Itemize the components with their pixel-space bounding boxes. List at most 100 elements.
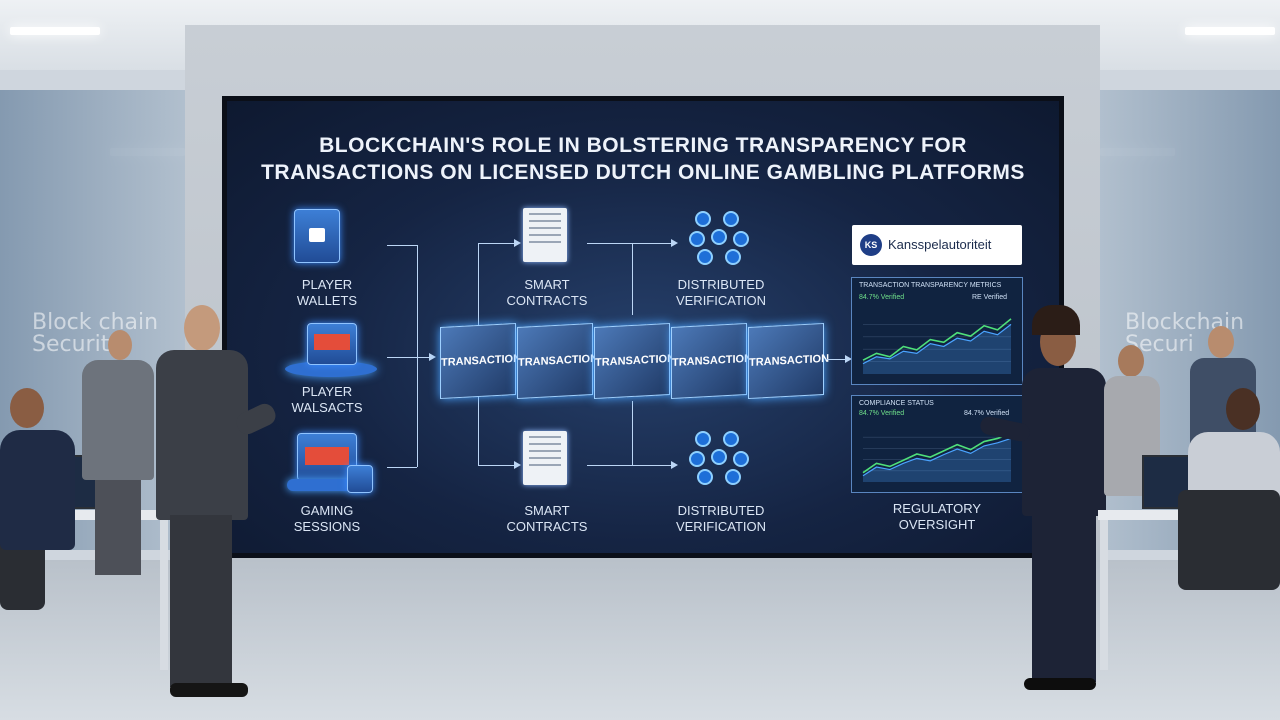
connector-line <box>478 243 514 244</box>
person-head <box>1118 345 1144 377</box>
glass-text-left-line1: Block chain <box>32 310 159 335</box>
label-regulatory-oversight-line2: OVERSIGHT <box>898 517 976 532</box>
ceiling-light <box>1185 27 1275 35</box>
chart-area <box>863 324 1011 374</box>
label-gaming-sessions-line2: SESSIONS <box>293 519 361 534</box>
transaction-block: TRANSACTION <box>594 323 675 399</box>
person-head <box>10 388 44 428</box>
presenter-woman <box>1022 368 1106 516</box>
ceiling-light <box>10 27 100 35</box>
label-distributed-verification-top-line1: DISTRIBUTED <box>677 277 765 292</box>
label-distributed-verification-bottom-line1: DISTRIBUTED <box>677 503 765 518</box>
contract-document-icon <box>523 431 567 485</box>
connector-line <box>587 243 671 244</box>
connector-line <box>478 243 479 327</box>
transaction-block: TRANSACTION <box>440 323 521 399</box>
connector-line <box>387 357 429 358</box>
panel-bottom-title: COMPLIANCE STATUS <box>859 400 934 407</box>
transaction-block: TRANSACTION <box>517 323 598 399</box>
display-screen: BLOCKCHAIN'S ROLE IN BOLSTERING TRANSPAR… <box>222 96 1064 558</box>
label-smart-contracts-top-line1: SMART <box>524 277 570 292</box>
regulator-logo-mark: KS <box>860 234 882 256</box>
compliance-status-panel: COMPLIANCE STATUS 84.7% Verified 84.7% V… <box>851 395 1023 493</box>
label-smart-contracts-bottom-line2: CONTRACTS <box>506 519 588 534</box>
label-player-walsacts: PLAYER WALSACTS <box>272 384 382 416</box>
presenter-legs <box>170 515 232 687</box>
office-chair <box>1178 490 1280 590</box>
presenter-man <box>156 350 248 520</box>
presenter-shoes <box>170 683 248 697</box>
label-distributed-verification-top: DISTRIBUTED VERIFICATION <box>659 277 783 309</box>
presenter-shoes <box>1024 678 1096 690</box>
label-smart-contracts-top-line2: CONTRACTS <box>506 293 588 308</box>
desk-leg <box>1100 520 1108 670</box>
label-regulatory-oversight-line1: REGULATORY <box>892 501 982 516</box>
connector-line <box>478 391 479 465</box>
presenter-legs <box>1032 512 1096 682</box>
connector-line <box>632 243 633 315</box>
connector-line <box>632 401 633 465</box>
desk-left <box>0 510 175 520</box>
panel-top-stat-right: RE Verified <box>972 294 1008 301</box>
connector-line <box>587 465 671 466</box>
arrow-head <box>429 353 436 361</box>
person-head <box>1226 388 1260 430</box>
panel-bottom-stat-left: 84.7% Verified <box>859 410 905 417</box>
label-gaming-sessions: GAMING SESSIONS <box>272 503 382 535</box>
connector-line <box>417 357 418 467</box>
arrow-head <box>514 461 521 469</box>
person-legs <box>95 480 141 575</box>
connector-line <box>478 465 514 466</box>
panel-top-title: TRANSACTION TRANSPARENCY METRICS <box>859 282 1002 289</box>
panel-top-stat-left: 84.7% Verified <box>859 294 905 301</box>
arrow-head <box>845 355 852 363</box>
slot-machine-icon <box>285 319 377 381</box>
arrow-head <box>671 239 678 247</box>
network-nodes-icon <box>689 429 751 487</box>
person-hair <box>1032 305 1080 335</box>
regulator-logo-text: Kansspelautoriteit <box>888 237 992 252</box>
person-background-left <box>82 360 154 480</box>
desk-leg <box>160 520 168 670</box>
transparency-metrics-panel: TRANSACTION TRANSPARENCY METRICS 84.7% V… <box>851 277 1023 385</box>
label-player-wallets-line2: WALLETS <box>296 293 358 308</box>
chart-series-line <box>862 318 1012 361</box>
chart-series-line <box>862 323 1012 365</box>
network-nodes-icon <box>689 209 751 267</box>
label-distributed-verification-bottom-line2: VERIFICATION <box>675 519 767 534</box>
transaction-block: TRANSACTION <box>748 323 829 399</box>
label-regulatory-oversight: REGULATORY OVERSIGHT <box>867 501 1007 533</box>
chart-series-line <box>862 432 1012 474</box>
slot-machine-lock-icon <box>287 431 379 497</box>
contract-document-icon <box>523 208 567 262</box>
label-smart-contracts-bottom-line1: SMART <box>524 503 570 518</box>
arrow-head <box>671 461 678 469</box>
person-head <box>1208 326 1234 358</box>
wallet-lock-icon <box>294 209 340 263</box>
label-player-wallets: PLAYER WALLETS <box>272 277 382 309</box>
person-seated-left <box>0 430 75 550</box>
chart-area <box>863 438 1011 482</box>
arrow-head <box>514 239 521 247</box>
screen-title-line1: BLOCKCHAIN'S ROLE IN BOLSTERING TRANSPAR… <box>319 134 967 157</box>
transparency-line-chart <box>862 318 1012 374</box>
transaction-block: TRANSACTION <box>671 323 752 399</box>
screen-title-line2: TRANSACTIONS ON LICENSED DUTCH ONLINE GA… <box>261 161 1025 184</box>
connector-line <box>387 467 417 468</box>
panel-bottom-stat-right: 84.7% Verified <box>964 410 1010 417</box>
label-distributed-verification-top-line2: VERIFICATION <box>675 293 767 308</box>
glass-text-right-line2: Securi <box>1125 332 1194 357</box>
glass-text-left: Block chain Securit <box>32 312 158 356</box>
label-smart-contracts-bottom: SMART CONTRACTS <box>492 503 602 535</box>
label-player-wallets-line1: PLAYER <box>301 277 353 292</box>
kansspelautoriteit-logo: KS Kansspelautoriteit <box>852 225 1022 265</box>
label-distributed-verification-bottom: DISTRIBUTED VERIFICATION <box>659 503 783 535</box>
connector-line <box>387 245 417 246</box>
glass-text-left-line2: Securit <box>32 332 110 357</box>
person-head <box>184 305 220 351</box>
connector-line <box>417 245 418 357</box>
chart-series-line <box>862 437 1012 477</box>
label-gaming-sessions-line1: GAMING <box>300 503 354 518</box>
label-player-walsacts-line1: PLAYER <box>301 384 353 399</box>
label-player-walsacts-line2: WALSACTS <box>291 400 363 415</box>
